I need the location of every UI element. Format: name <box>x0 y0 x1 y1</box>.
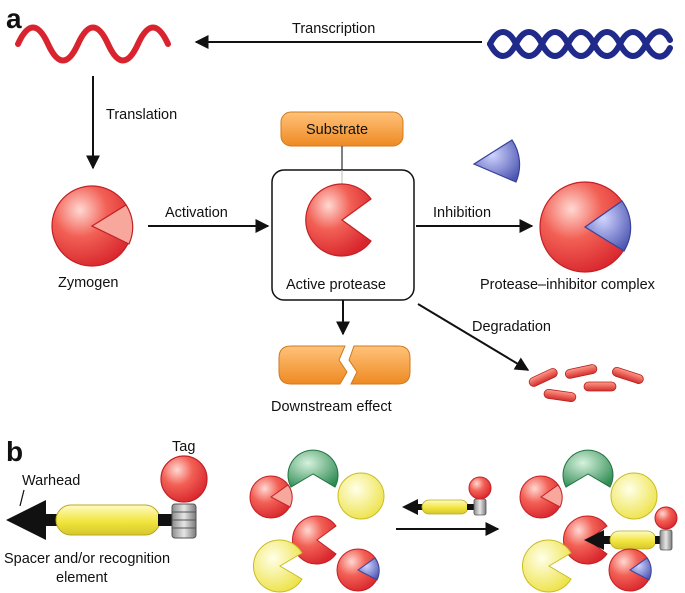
zymogen-icon <box>51 185 134 267</box>
yellow-protein-icon <box>610 472 658 520</box>
transcription-label: Transcription <box>292 21 375 37</box>
dna-helix-icon <box>487 28 673 60</box>
translation-label: Translation <box>106 107 177 123</box>
yellow-pacman-icon <box>522 539 572 593</box>
substrate-label: Substrate <box>306 122 368 138</box>
degradation-arrow <box>417 303 530 371</box>
probe-large-icon <box>6 455 208 540</box>
mrna-wave-icon <box>15 24 171 64</box>
activation-label: Activation <box>165 205 228 221</box>
degraded-fragments-icon <box>528 364 644 402</box>
panel-b-letter: b <box>6 436 23 467</box>
green-protease-icon <box>287 449 339 488</box>
complex-label: Protease–inhibitor complex <box>480 277 656 293</box>
inhibited-protease-icon <box>336 548 380 592</box>
warhead-icon <box>6 500 46 540</box>
tag-label: Tag <box>172 439 195 455</box>
spacer-icon <box>55 504 161 536</box>
red-protease-zymogen-icon <box>249 475 293 519</box>
red-active-protease-icon <box>292 515 337 565</box>
cleaved-substrate-icon <box>278 345 411 385</box>
tag-bulb-icon <box>160 455 208 539</box>
inhibited-protease-icon <box>608 548 652 592</box>
yellow-pacman-icon <box>253 539 303 593</box>
red-protease-zymogen-icon <box>519 475 563 519</box>
spacer-label-line1: Spacer and/or recognition <box>4 551 170 567</box>
spacer-label-line2: element <box>56 570 108 586</box>
warhead-label: Warhead <box>22 473 80 489</box>
zymogen-label: Zymogen <box>58 275 118 291</box>
green-protease-icon <box>562 449 614 488</box>
probe-small-icon <box>402 476 492 516</box>
labeled-protease-icon <box>563 506 678 565</box>
inhibitor-icon <box>472 139 521 183</box>
warhead-pointer <box>19 489 25 507</box>
downstream-label: Downstream effect <box>271 399 392 415</box>
yellow-protein-icon <box>337 472 385 520</box>
degradation-label: Degradation <box>472 319 551 335</box>
active-protease-label: Active protease <box>286 277 386 293</box>
mixture-after-group <box>519 449 678 593</box>
protease-inhibitor-complex-icon <box>539 181 632 273</box>
panel-a-letter: a <box>6 3 22 34</box>
inhibition-label: Inhibition <box>433 205 491 221</box>
mixture-before-group <box>249 449 385 593</box>
active-protease-icon <box>305 183 372 257</box>
